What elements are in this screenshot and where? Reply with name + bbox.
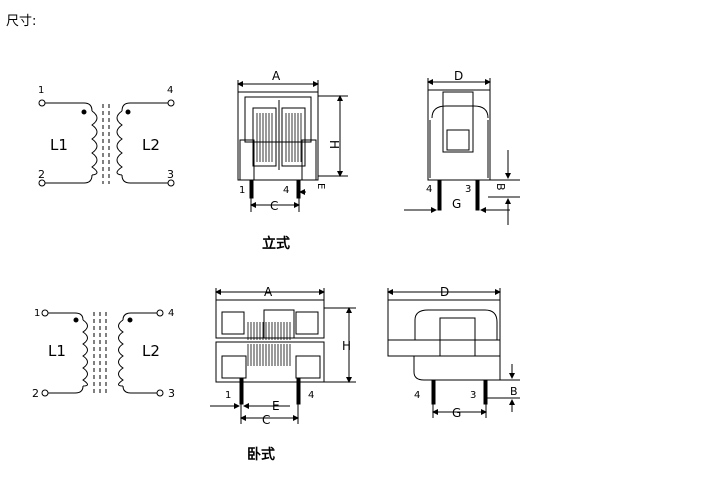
pin-label-1: 1: [225, 390, 231, 401]
pin-label-1: 1: [38, 85, 44, 96]
dim-label-b: B: [494, 183, 507, 191]
dim-label-g: G: [452, 197, 461, 211]
dim-label-e: E: [315, 183, 326, 189]
pin-terminal: [167, 99, 175, 107]
coil-label-l2: L2: [142, 342, 160, 360]
dim-label-h: H: [342, 339, 351, 353]
coil-label-l1: L1: [48, 342, 66, 360]
pin-label-4: 4: [168, 308, 174, 319]
coil-label-l2: L2: [142, 136, 160, 154]
pin-label-4: 4: [308, 390, 314, 401]
pin-label-4: 4: [426, 184, 432, 195]
pin-label-4: 4: [414, 390, 420, 401]
dim-label-g: G: [452, 406, 461, 420]
pin-label-2: 2: [38, 168, 45, 181]
section-header: 尺寸:: [6, 14, 37, 29]
horizontal-front-view: [210, 288, 356, 424]
vertical-front-view: [237, 80, 348, 212]
pin-label-3: 3: [465, 184, 471, 195]
pin-label-4: 4: [283, 185, 289, 196]
dim-label-b: B: [510, 385, 518, 398]
coil-label-l1: L1: [50, 136, 68, 154]
pin-label-2: 2: [32, 387, 39, 400]
dim-label-a: A: [264, 285, 273, 299]
pin-label-3: 3: [470, 390, 476, 401]
vertical-side-view: [404, 78, 520, 225]
caption-horizontal: 卧式: [247, 447, 275, 463]
dim-label-d: D: [454, 69, 463, 83]
schematic-bottom: [41, 309, 164, 397]
pin-terminal: [38, 99, 46, 107]
caption-vertical: 立式: [262, 236, 290, 252]
pin-label-3: 3: [168, 387, 175, 400]
dim-label-d: D: [440, 285, 449, 299]
dim-label-a: A: [272, 69, 281, 83]
pin-label-1: 1: [239, 185, 245, 196]
dim-label-c: C: [262, 413, 270, 427]
dim-label-c: C: [270, 199, 278, 213]
horizontal-side-view: [387, 288, 520, 418]
dim-label-e: E: [272, 399, 280, 413]
pin-label-4: 4: [167, 85, 173, 96]
schematic-top: [38, 99, 175, 187]
pin-label-1: 1: [34, 308, 40, 319]
dim-label-h: H: [327, 140, 341, 149]
pin-label-3: 3: [167, 168, 174, 181]
